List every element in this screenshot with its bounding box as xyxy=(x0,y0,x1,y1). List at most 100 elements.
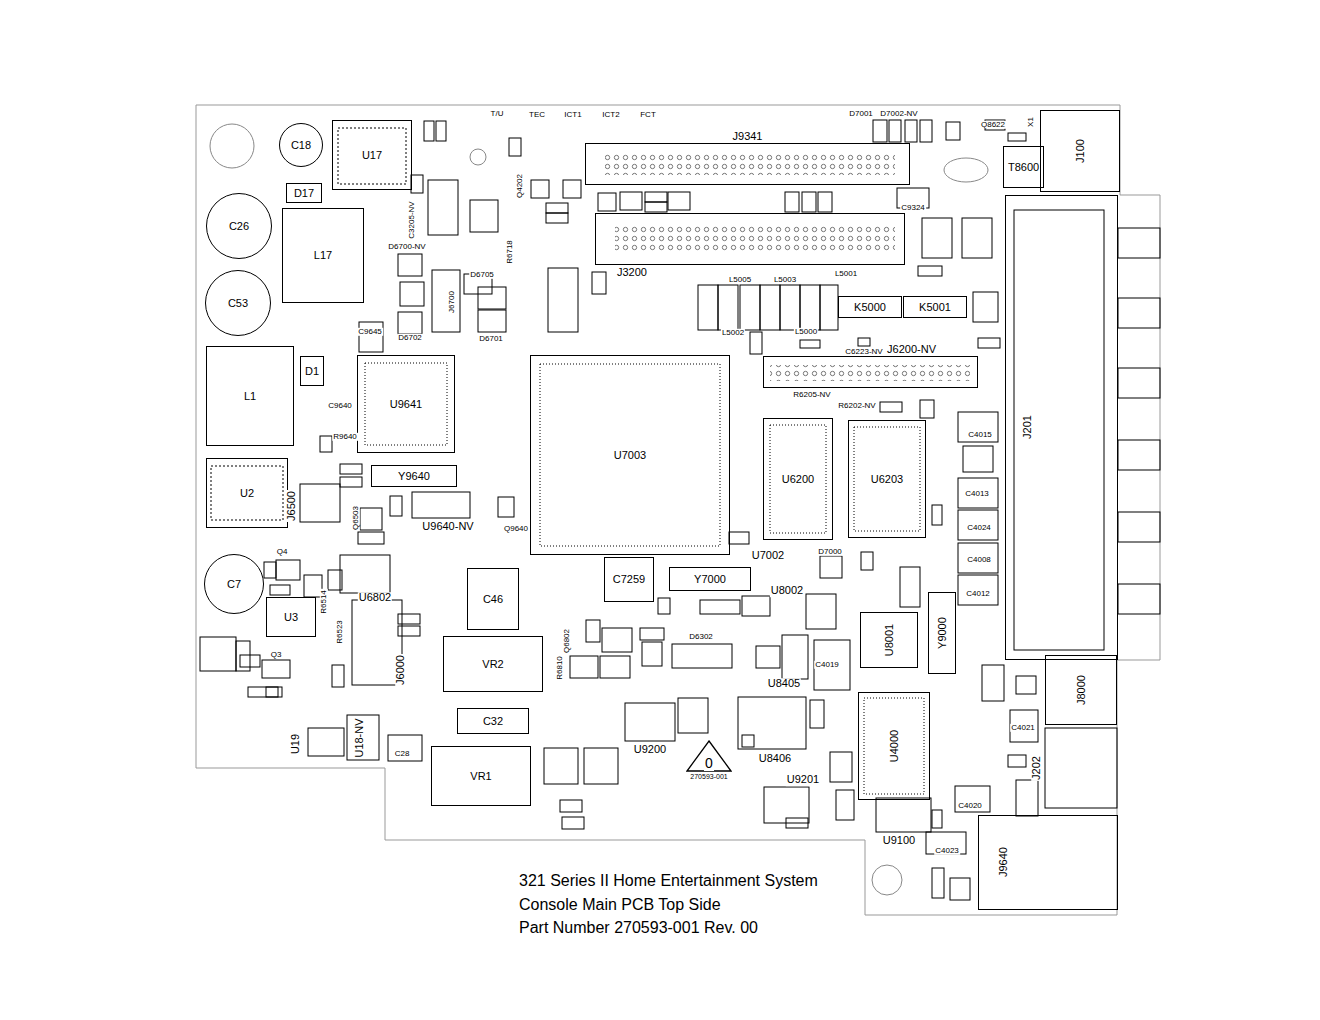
capacitor-outline xyxy=(210,124,254,168)
component-pad xyxy=(830,752,852,782)
part-label: C6223-NV xyxy=(844,348,883,356)
inductor-outline: L1 xyxy=(206,346,294,446)
part-label: J6700 xyxy=(448,290,456,314)
reference-designator: D17 xyxy=(293,187,315,199)
part-label: U18-NV xyxy=(354,717,366,758)
component-pad xyxy=(800,340,820,348)
part-label: U9100 xyxy=(882,835,916,847)
component-pad xyxy=(820,285,838,330)
crystal-outline: Y9640 xyxy=(371,465,457,487)
part-label: Q4 xyxy=(276,548,289,556)
part-label: Q6802 xyxy=(563,628,571,654)
component-pad xyxy=(729,532,749,544)
part-label: U8002 xyxy=(770,585,804,597)
ic-package: U6203 xyxy=(848,420,926,538)
crystal-outline: Y7000 xyxy=(669,567,751,591)
ic-package: U7003 xyxy=(530,355,730,555)
part-label: D6701 xyxy=(478,335,504,343)
part-label: C4013 xyxy=(964,490,990,498)
component-pad xyxy=(962,218,992,258)
component-pad xyxy=(640,628,664,640)
component-pad xyxy=(620,192,642,210)
component-pad xyxy=(750,332,762,354)
component-pad xyxy=(800,285,820,330)
component-pad xyxy=(658,598,670,614)
component-pad xyxy=(412,492,470,518)
component-pad xyxy=(880,402,902,412)
component-pad xyxy=(978,338,1000,348)
reference-designator: U9641 xyxy=(389,398,423,410)
component-pad xyxy=(932,810,942,828)
part-label: TEC xyxy=(528,111,546,119)
ic-package: U6200 xyxy=(763,418,833,540)
component-pad xyxy=(340,477,362,487)
regulator-outline: VR1 xyxy=(431,746,531,806)
regulator-outline: VR2 xyxy=(443,636,543,692)
component-pad xyxy=(398,614,420,624)
component-pad xyxy=(786,818,808,828)
component-pad xyxy=(560,800,582,812)
reference-designator: K5001 xyxy=(918,301,952,313)
component-pad xyxy=(955,786,990,812)
component-pad xyxy=(756,646,780,668)
component-pad xyxy=(645,202,667,212)
component-pad xyxy=(598,193,616,211)
part-label: R6202-NV xyxy=(837,402,876,410)
component-pad xyxy=(358,532,384,544)
part-label: U19 xyxy=(290,733,302,755)
revision-triangle: 0270593-001 xyxy=(686,740,732,772)
component-pad xyxy=(932,868,944,898)
part-label: X1 xyxy=(1027,116,1035,128)
reference-designator: J201 xyxy=(1021,415,1033,441)
component-pad xyxy=(645,192,667,202)
part-label: C4021 xyxy=(1010,724,1036,732)
component-pad xyxy=(360,508,382,530)
component-pad xyxy=(861,552,873,570)
ic-package: U3 xyxy=(266,597,316,637)
component-pad xyxy=(436,121,446,141)
part-label: Q3 xyxy=(270,651,283,659)
component-pad xyxy=(958,575,998,605)
component-pad xyxy=(820,556,842,578)
component-pad xyxy=(1016,676,1036,694)
capacitor-outline: C18 xyxy=(279,123,323,167)
ic-package: U8001 xyxy=(860,612,918,668)
component-pad xyxy=(592,272,606,294)
ic-package: U17 xyxy=(332,120,412,190)
pin-grid xyxy=(605,153,895,175)
part-label: U7002 xyxy=(751,550,785,562)
part-label: D6700-NV xyxy=(387,243,426,251)
component-pad xyxy=(642,642,662,666)
component-pad xyxy=(1118,584,1160,614)
component-pad xyxy=(1045,728,1117,808)
component-pad xyxy=(1014,210,1104,650)
component-pad xyxy=(1118,368,1160,398)
reference-designator: D1 xyxy=(304,365,320,377)
component-pad xyxy=(390,496,402,516)
component-pad xyxy=(498,497,514,517)
part-label: U9640-NV xyxy=(421,521,474,533)
part-label: C9640 xyxy=(327,402,353,410)
component-pad xyxy=(328,570,342,590)
component-pad xyxy=(546,203,568,213)
reference-designator: Y7000 xyxy=(693,573,727,585)
component-pad xyxy=(308,728,344,756)
ic-pin-row xyxy=(338,128,406,184)
ic-package: U2 xyxy=(206,458,288,528)
component-pad xyxy=(785,192,799,212)
mounting-hole xyxy=(872,865,902,895)
mounting-hole xyxy=(470,149,486,165)
reference-designator: J8000 xyxy=(1075,674,1087,706)
component-pad xyxy=(1118,228,1160,258)
reference-designator: U3 xyxy=(283,611,299,623)
caption-line: Part Number 270593-001 Rev. 00 xyxy=(518,920,759,937)
reference-designator: C18 xyxy=(290,139,312,151)
pin-grid xyxy=(770,365,970,381)
component-pad xyxy=(672,644,732,668)
part-label: J6000 xyxy=(395,654,407,686)
part-label: ICT2 xyxy=(601,111,620,119)
connector-header: J6200-NV xyxy=(763,356,978,388)
component-pad xyxy=(802,192,816,212)
reference-designator: 0 xyxy=(704,756,714,771)
reference-designator: J6200-NV xyxy=(886,343,937,355)
